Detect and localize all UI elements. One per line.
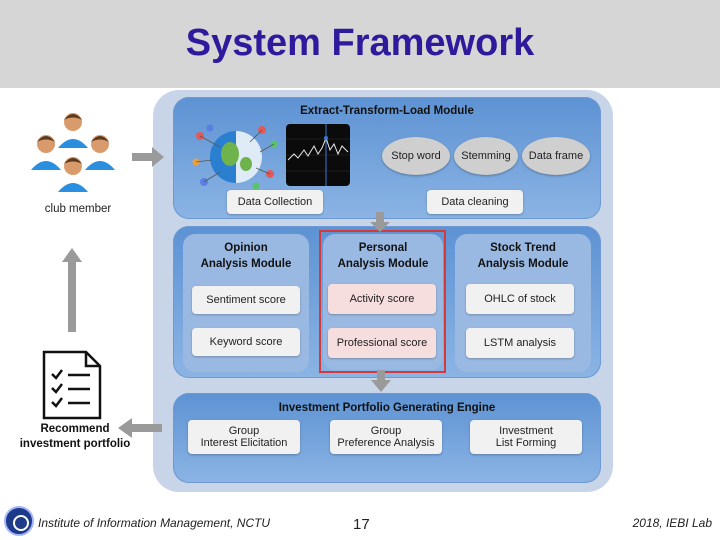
engine-item-list: Investment List Forming (470, 420, 582, 454)
engine-item-list-line1: Investment (499, 425, 553, 437)
data-collection-box: Data Collection (227, 190, 323, 214)
opinion-module-title-line1: Opinion (224, 242, 268, 254)
arrow-doc-to-member (62, 248, 82, 332)
slide-title: System Framework (185, 22, 535, 64)
globe-network-icon (190, 122, 282, 192)
engine-item-preference-line2: Preference Analysis (337, 437, 435, 449)
data-cleaning-box: Data cleaning (427, 190, 523, 214)
professional-score-box: Professional score (328, 328, 436, 358)
keyword-score-box: Keyword score (192, 328, 300, 356)
arrow-personal-to-engine (371, 370, 391, 392)
ohlc-box: OHLC of stock (466, 284, 574, 314)
etl-panel-title: Extract-Transform-Load Module (300, 105, 474, 117)
club-member-label: club member (44, 203, 112, 215)
club-member-icon (28, 108, 118, 204)
title-bar (0, 0, 720, 88)
opinion-module-title-line2: Analysis Module (200, 258, 292, 270)
engine-item-interest-line1: Group (228, 425, 260, 437)
engine-item-interest: Group Interest Elicitation (188, 420, 300, 454)
arrow-engine-to-recommend (118, 418, 162, 438)
stock-chart-icon (286, 124, 350, 186)
personal-module-title-line2: Analysis Module (337, 258, 429, 270)
footer (0, 500, 720, 540)
footer-credit: 2018, IEBI Lab (632, 516, 712, 530)
stock-module-title-line1: Stock Trend (490, 242, 556, 254)
engine-item-preference-line1: Group (370, 425, 402, 437)
arrow-etl-to-personal (370, 212, 390, 232)
recommend-label-line2: investment portfolio (19, 438, 131, 450)
footer-page-number: 17 (353, 516, 370, 533)
stock-module-title-line2: Analysis Module (477, 258, 569, 270)
nctu-logo-icon (4, 506, 34, 536)
engine-panel-title: Investment Portfolio Generating Engine (278, 402, 496, 414)
lstm-box: LSTM analysis (466, 328, 574, 358)
personal-module-title-line1: Personal (358, 242, 408, 254)
arrow-member-to-etl (132, 147, 164, 167)
data-frame-oval: Data frame (522, 137, 590, 175)
checklist-document-icon (40, 350, 104, 420)
sentiment-score-box: Sentiment score (192, 286, 300, 314)
stemming-oval: Stemming (454, 137, 518, 175)
engine-item-preference: Group Preference Analysis (330, 420, 442, 454)
engine-item-list-line2: List Forming (495, 437, 557, 449)
engine-item-interest-line2: Interest Elicitation (200, 437, 288, 449)
stop-word-oval: Stop word (382, 137, 450, 175)
recommend-label-line1: Recommend (40, 423, 110, 435)
activity-score-box: Activity score (328, 284, 436, 314)
footer-institute: Institute of Information Management, NCT… (38, 516, 271, 530)
